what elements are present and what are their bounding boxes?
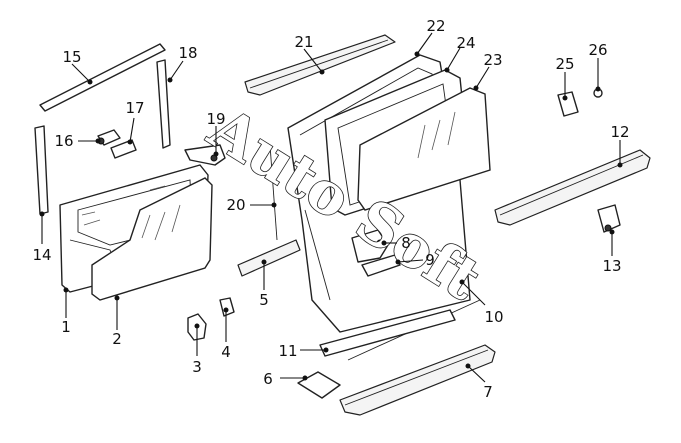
callout-26: 26 [588,41,607,59]
callout-18: 18 [178,44,197,62]
part-8-latch [351,229,389,263]
part-25-clip [557,91,579,117]
part-19-hinge-bracket [184,144,226,166]
callout-22: 22 [426,17,445,35]
part-5-lower-strip [237,239,301,277]
callout-labels: 1 2 3 4 5 6 7 8 9 10 11 12 13 14 15 16 1… [32,17,629,401]
part-4-fitting [219,297,235,317]
part-15-trim-strip [39,43,166,112]
callout-9: 9 [425,251,435,269]
callout-3: 3 [192,358,202,376]
callout-16: 16 [54,132,73,150]
callout-23: 23 [483,51,502,69]
part-11-sill-strip [319,309,456,357]
callout-5: 5 [259,291,269,309]
callout-14: 14 [32,246,51,264]
callout-20: 20 [226,196,245,214]
callout-6: 6 [263,370,273,388]
callout-1: 1 [61,318,71,336]
part-6-bracket [297,371,341,399]
part-16-clip [97,129,121,146]
part-2-glass-panel [91,177,213,301]
callout-13: 13 [602,257,621,275]
callout-17: 17 [125,99,144,117]
part-14-seal-strip [34,125,49,215]
callout-11: 11 [278,342,297,360]
part-9-handle [361,254,401,277]
callout-8: 8 [401,234,411,252]
callout-25: 25 [555,55,574,73]
callout-19: 19 [206,110,225,128]
part-13-bracket [597,204,621,233]
callout-21: 21 [294,33,313,51]
callout-12: 12 [610,123,629,141]
callout-15: 15 [62,48,81,66]
callout-2: 2 [112,330,122,348]
callout-10: 10 [484,308,503,326]
leader-lines [39,32,623,383]
part-18-pillar-trim [156,59,171,149]
part-23-window-glass [357,87,491,211]
part-20-rod [269,144,278,241]
part-21-upper-rail [244,34,396,96]
callout-4: 4 [221,343,231,361]
callout-24: 24 [456,34,475,52]
callout-7: 7 [483,383,493,401]
part-17-handle [110,139,137,159]
part-7-lower-rail [339,344,496,416]
part-12-right-rail [494,149,651,226]
